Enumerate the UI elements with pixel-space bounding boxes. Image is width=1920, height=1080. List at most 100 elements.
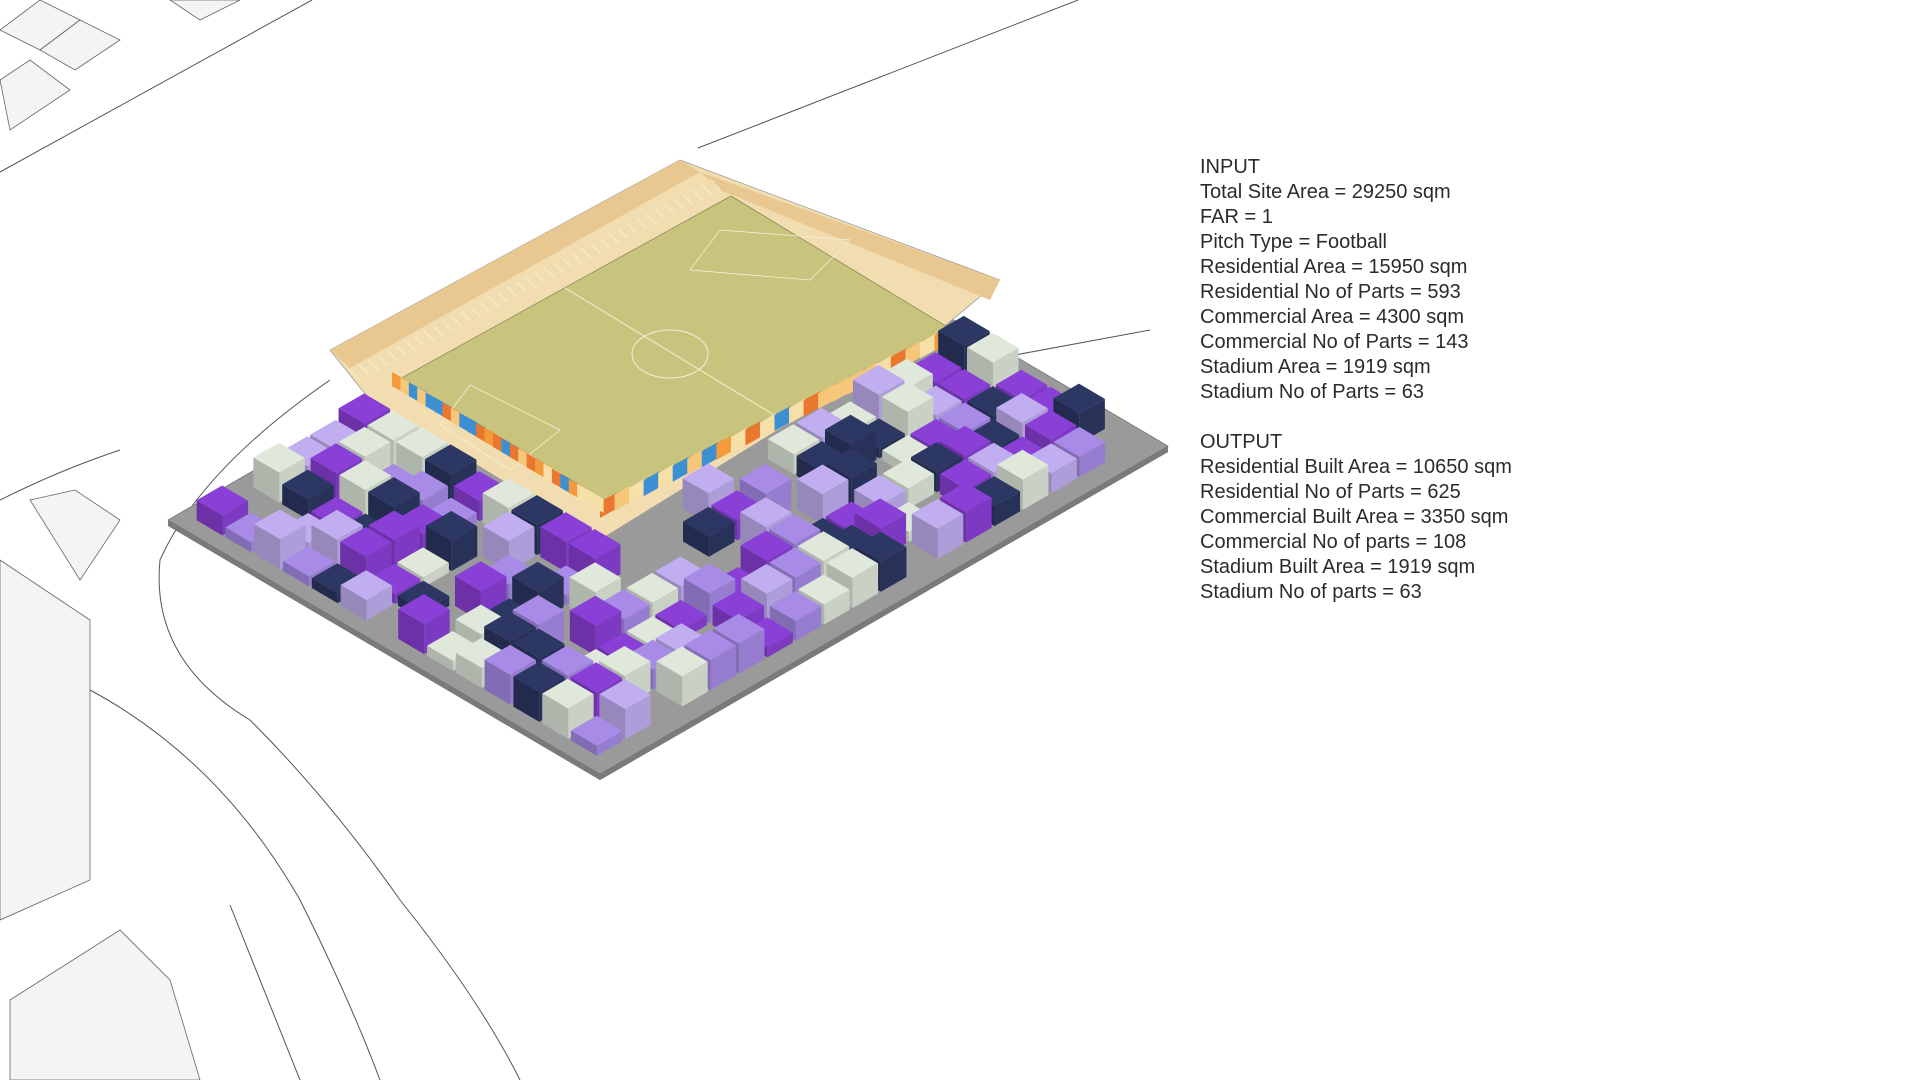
roof-truss xyxy=(562,257,574,269)
residential-block xyxy=(282,484,309,520)
residential-block xyxy=(882,458,935,489)
input-stat-line: Residential No of Parts = 593 xyxy=(1200,281,1461,303)
roof-truss xyxy=(543,267,555,278)
residential-block xyxy=(283,546,335,577)
residential-block xyxy=(427,645,453,672)
stadium-part xyxy=(832,377,849,402)
roof-truss xyxy=(506,286,518,298)
residential-block xyxy=(881,358,933,389)
residential-block xyxy=(1053,383,1105,414)
residential-block xyxy=(455,652,482,688)
residential-block xyxy=(740,530,793,561)
residential-block xyxy=(825,414,877,445)
residential-block xyxy=(482,478,535,509)
context-building xyxy=(9,929,201,1080)
roof-truss xyxy=(627,223,638,235)
residential-block xyxy=(339,474,366,521)
roof-truss xyxy=(358,364,370,376)
input-stat-line: Total Site Area = 29250 sqm xyxy=(1200,181,1451,203)
residential-block xyxy=(253,457,280,503)
residential-block xyxy=(683,506,735,537)
residential-block xyxy=(569,610,596,656)
residential-block xyxy=(683,563,736,594)
residential-block xyxy=(708,522,735,557)
residential-block xyxy=(938,330,965,376)
roof-truss xyxy=(405,340,416,352)
residential-block xyxy=(225,527,252,553)
stadium-part xyxy=(759,413,776,439)
stadium-part xyxy=(716,435,733,460)
residential-block xyxy=(311,524,338,570)
stadium-part xyxy=(600,493,616,518)
output-stat-line: Residential No of Parts = 625 xyxy=(1200,481,1461,503)
residential-block xyxy=(995,369,1048,400)
residential-block xyxy=(340,584,367,621)
residential-block xyxy=(542,678,594,709)
residential-block xyxy=(797,479,823,525)
residential-block xyxy=(398,608,425,655)
output-stat-line: Stadium Built Area = 1919 sqm xyxy=(1200,556,1476,578)
roof-truss xyxy=(617,228,629,239)
residential-block xyxy=(739,463,792,494)
residential-block xyxy=(484,611,536,642)
stadium-part xyxy=(672,456,689,482)
roof-truss xyxy=(423,330,435,342)
residential-block xyxy=(967,332,1019,363)
residential-block xyxy=(967,347,993,393)
residential-block xyxy=(908,473,935,509)
roof-truss xyxy=(682,194,694,205)
residential-block xyxy=(880,546,907,592)
input-stat-line: Residential Area = 15950 sqm xyxy=(1200,256,1468,278)
residential-block xyxy=(710,645,737,691)
residential-block xyxy=(569,562,621,593)
residential-block xyxy=(368,477,420,508)
residential-block xyxy=(338,393,391,424)
roof-truss xyxy=(349,369,361,381)
residential-block xyxy=(740,497,792,528)
residential-block xyxy=(569,529,621,560)
residential-block xyxy=(909,352,962,383)
residential-block xyxy=(310,443,363,474)
residential-block xyxy=(540,512,592,543)
residential-block xyxy=(196,485,249,516)
stadium-part xyxy=(585,488,604,513)
context-building xyxy=(0,559,91,921)
residential-block xyxy=(512,595,565,626)
roof-truss xyxy=(599,238,611,249)
residential-block xyxy=(769,514,821,545)
roof-truss xyxy=(571,252,583,264)
residential-block xyxy=(1025,409,1077,440)
residential-block xyxy=(656,646,708,677)
stadium-part xyxy=(614,485,631,511)
residential-block xyxy=(853,379,879,426)
residential-block xyxy=(1079,442,1106,477)
roof-truss xyxy=(516,281,527,293)
residential-block xyxy=(826,548,879,579)
residential-block xyxy=(625,694,651,740)
roof-truss xyxy=(442,320,453,332)
residential-block xyxy=(425,511,478,542)
residential-block xyxy=(940,482,992,513)
residential-block xyxy=(967,419,1020,450)
residential-block xyxy=(798,574,850,605)
residential-block xyxy=(997,449,1049,480)
penalty-box-north xyxy=(689,229,851,281)
residential-block xyxy=(513,661,565,692)
residential-block xyxy=(368,510,421,541)
residential-block xyxy=(253,442,305,473)
input-stat-line: FAR = 1 xyxy=(1200,206,1273,228)
residential-block xyxy=(455,561,507,592)
residential-block xyxy=(682,661,708,707)
roof-truss xyxy=(645,213,657,225)
residential-block xyxy=(938,315,990,346)
residential-block xyxy=(396,470,449,501)
stadium-part xyxy=(687,449,704,475)
residential-block xyxy=(797,531,850,562)
input-stat-line: Stadium Area = 1919 sqm xyxy=(1200,356,1431,378)
stadium-part xyxy=(919,333,936,359)
residential-block xyxy=(283,561,309,587)
residential-block xyxy=(996,393,1048,424)
residential-block xyxy=(741,563,793,594)
stadium-part xyxy=(658,464,675,489)
residential-block xyxy=(425,525,452,572)
